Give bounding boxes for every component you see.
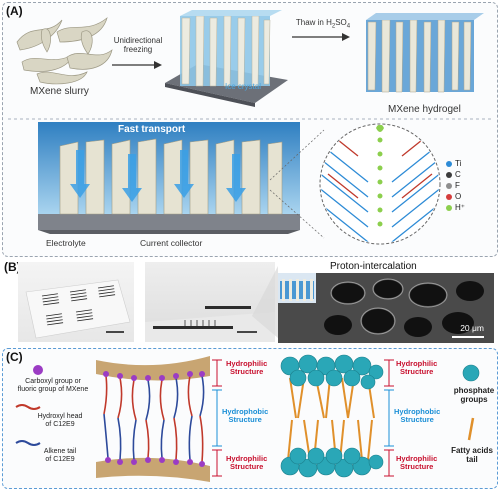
legend-f-label: F [455, 181, 460, 190]
legend-o-label: O [455, 192, 462, 201]
right-hydrophilic-bottom-1: Hydrophilic [396, 454, 438, 463]
atom-legend: Ti C F O H⁺ [446, 158, 490, 213]
fast-transport-label: Fast transport [118, 124, 186, 135]
phosphate-line-1: phosphate [453, 386, 495, 395]
right-hydrophilic-top-1: Hydrophilic [396, 359, 438, 368]
left-hydrophobic: Hydrophobic Structure [222, 407, 269, 425]
h-dot-icon [446, 204, 452, 211]
right-hydrophilic-bottom: Hydrophilic Structure [396, 454, 438, 472]
electrolyte-label: Electrolyte [46, 238, 86, 248]
o-dot-icon [446, 193, 452, 200]
alkene-tail-icon [15, 440, 41, 446]
ice-crystal-illustration [165, 10, 288, 107]
unidirectional-freezing-label: Unidirectional freezing [108, 36, 168, 54]
thaw-sub-1: 2 [331, 23, 336, 30]
current-collector-label: Current collector [140, 238, 203, 248]
legend-phosphate: phosphate groups [452, 386, 496, 404]
alkene-line-2: of C12E9 [45, 456, 75, 464]
f-dot-icon [446, 182, 452, 189]
hydroxyl-line-2: of C12E9 [45, 421, 75, 429]
fatty-acid-tail-icon [467, 417, 475, 441]
panel-c-label: (C) [6, 350, 23, 364]
right-hydrophilic-top: Hydrophilic Structure [396, 359, 438, 377]
left-hydrophilic-top: Hydrophilic Structure [226, 359, 268, 377]
freezing-line-1: Unidirectional [113, 36, 163, 45]
left-hydrophobic-2: Structure [228, 415, 262, 425]
thaw-label: Thaw in H2SO4 [290, 18, 356, 30]
device-array-illustration [25, 279, 131, 339]
right-hydrophilic-top-2: Structure [399, 367, 434, 377]
left-hydrophilic-top-2: Structure [229, 367, 264, 377]
mxene-c12e9-structure [96, 356, 210, 482]
proton-intercalation-label: Proton-intercalation [330, 261, 417, 272]
panel-b-label: (B) [4, 260, 21, 274]
ti-dot-icon [446, 160, 452, 167]
hydroxyl-line-1: Hydroxyl head [37, 413, 83, 420]
left-hydrophobic-1: Hydrophobic [222, 407, 269, 416]
c-dot-icon [446, 171, 452, 178]
legend-c-label: C [455, 170, 461, 179]
legend-c: C [446, 169, 490, 180]
right-hydrophobic-2: Structure [400, 415, 434, 425]
alkene-line-1: Alkene tail [43, 448, 77, 455]
phosphate-group-icon [462, 364, 480, 382]
carboxyl-line-2: fluoric group of MXene [17, 386, 89, 394]
right-structure-brackets [384, 359, 394, 477]
left-hydrophilic-bottom: Hydrophilic Structure [226, 454, 268, 472]
right-hydrophobic: Hydrophobic Structure [394, 407, 441, 425]
legend-o: O [446, 191, 490, 202]
left-hydrophilic-bottom-2: Structure [229, 462, 264, 472]
hydroxyl-head-icon [15, 404, 41, 410]
carboxyl-icon [33, 365, 43, 375]
arrow-freezing [112, 61, 162, 69]
fast-transport-illustration [38, 122, 300, 234]
legend-alkene: Alkene tail of C12E9 [30, 448, 90, 464]
panel-a-divider [8, 118, 492, 120]
device-side-illustration [145, 306, 275, 342]
carboxyl-line-1: Carboxyl group or [25, 378, 81, 385]
ice-crystal-label: Ice crystal [225, 82, 262, 91]
zoom-lines [269, 129, 325, 239]
left-hydrophilic-bottom-1: Hydrophilic [226, 454, 268, 463]
legend-carboxyl: Carboxyl group or fluoric group of MXene [10, 378, 96, 394]
sem-zoom-wedge [252, 266, 278, 338]
legend-f: F [446, 180, 490, 191]
sem-pores [278, 273, 494, 343]
arrow-thaw [292, 33, 350, 41]
phosphate-bilayer-structure [280, 354, 384, 478]
mxene-hydrogel-illustration [366, 13, 484, 93]
mxene-hydrogel-label: MXene hydrogel [388, 104, 461, 115]
legend-ti-label: Ti [455, 159, 462, 168]
freezing-line-2: freezing [123, 45, 153, 55]
thaw-sub-2: 4 [346, 23, 351, 30]
thaw-text: Thaw in H [295, 18, 332, 27]
phosphate-line-2: groups [460, 395, 488, 405]
legend-ti: Ti [446, 158, 490, 169]
right-hydrophobic-1: Hydrophobic [394, 407, 441, 416]
legend-fatty-acids: Fatty acids tail [448, 446, 496, 464]
thaw-mid: SO [335, 18, 347, 27]
crystal-structure-illustration [319, 123, 441, 245]
panel-a-label: (A) [6, 4, 23, 18]
legend-h-label: H⁺ [455, 203, 465, 212]
sem-image: 20 μm [278, 273, 494, 343]
left-hydrophilic-top-1: Hydrophilic [226, 359, 268, 368]
fatty-line-2: tail [466, 455, 478, 465]
legend-hydroxyl: Hydroxyl head of C12E9 [30, 413, 90, 429]
legend-h: H⁺ [446, 202, 490, 213]
device-side-photo [145, 262, 275, 342]
mxene-slurry-illustration [16, 17, 113, 85]
panel-c [2, 348, 498, 489]
mxene-slurry-label: MXene slurry [30, 86, 89, 97]
scale-bar-label: 20 μm [460, 323, 484, 333]
flexible-device-photo [18, 262, 134, 342]
fatty-line-1: Fatty acids [451, 446, 493, 455]
right-hydrophilic-bottom-2: Structure [399, 462, 434, 472]
left-structure-brackets [212, 359, 222, 477]
